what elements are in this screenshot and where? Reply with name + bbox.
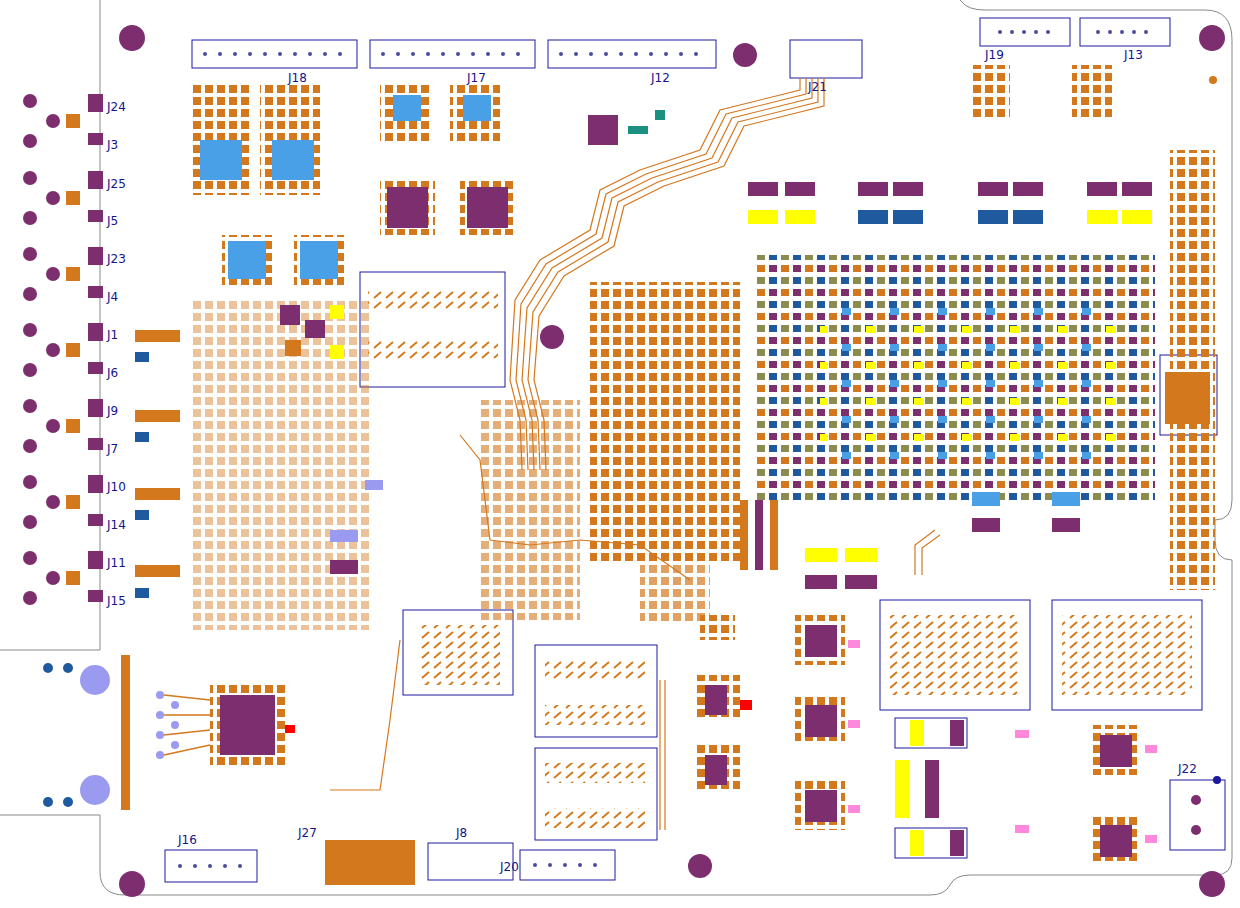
part-reference: J12 [651,71,670,85]
ethernet-jack [43,655,210,810]
part-reference: J16 [178,833,197,847]
part-reference: J17 [467,71,486,85]
part-reference: J19 [985,48,1004,62]
ic-packages [190,65,1210,885]
part-reference: J23 [107,252,126,266]
part-reference: J5 [107,214,118,228]
power-parts [280,110,1157,858]
part-reference: J24 [107,100,126,114]
part-reference: J7 [107,442,118,456]
part-reference: J22 [1178,762,1197,776]
part-reference: J27 [298,826,317,840]
part-reference: J21 [808,80,827,94]
mounting-holes [119,25,1225,897]
pad-arrays [190,150,1215,828]
part-reference: J15 [107,594,126,608]
part-reference: J20 [500,860,519,874]
left-jacks [23,94,180,605]
connector-pins [178,30,1221,868]
fiducial [1209,76,1217,84]
connector-outlines [165,18,1225,882]
part-reference: J8 [456,826,467,840]
part-reference: J10 [107,480,126,494]
part-reference: J13 [1124,48,1143,62]
board-outline [0,0,1232,895]
part-reference: J11 [107,556,126,570]
routed-traces [330,78,940,830]
part-reference: J4 [107,290,118,304]
part-reference: J6 [107,366,118,380]
part-reference: J14 [107,518,126,532]
part-reference: J3 [107,138,118,152]
part-reference: J1 [107,328,118,342]
part-reference: J18 [288,71,307,85]
part-reference: J25 [107,177,126,191]
part-reference: J9 [107,404,118,418]
